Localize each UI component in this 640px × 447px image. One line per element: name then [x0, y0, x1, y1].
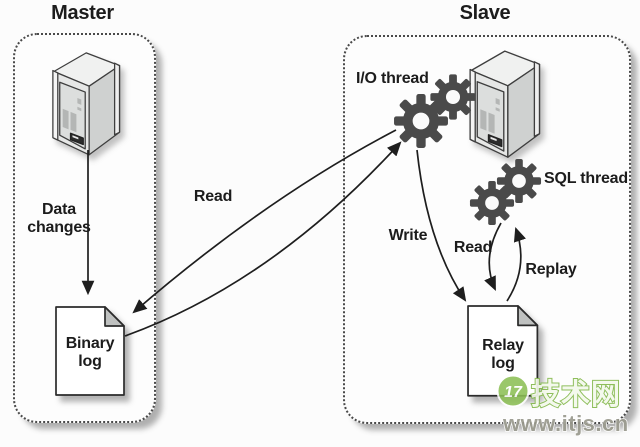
master-title: Master	[51, 2, 114, 24]
data-changes-label: Data changes	[27, 201, 91, 236]
write-arrow	[416, 149, 467, 302]
sql-thread-label: SQL thread	[544, 170, 628, 187]
write-label: Write	[388, 227, 428, 244]
read-label: Read	[193, 188, 233, 205]
io-thread-label: I/O thread	[356, 70, 429, 87]
read-relay-arrow	[484, 222, 502, 291]
read-binlog-arrow-in	[132, 129, 397, 314]
relay-log-label: Relay log	[482, 337, 524, 372]
slave-title: Slave	[459, 2, 511, 24]
watermark-logo-badge: 17	[496, 374, 530, 408]
read-binlog-arrow-out	[124, 141, 402, 337]
master-server-icon	[52, 52, 121, 156]
watermark: 17 技术网 www.itjs.cn	[496, 374, 629, 437]
replay-label: Replay	[525, 261, 577, 278]
watermark-site-url: www.itjs.cn	[502, 411, 629, 436]
svg-text:17: 17	[504, 384, 523, 401]
replay-arrow	[506, 226, 526, 302]
slave-server-icon	[469, 50, 541, 158]
binary-log-label: Binary log	[65, 335, 115, 370]
sql-thread-gears-icon	[460, 149, 551, 235]
watermark-site-name: 技术网	[531, 378, 621, 411]
read-relay-label: Read	[453, 239, 493, 256]
